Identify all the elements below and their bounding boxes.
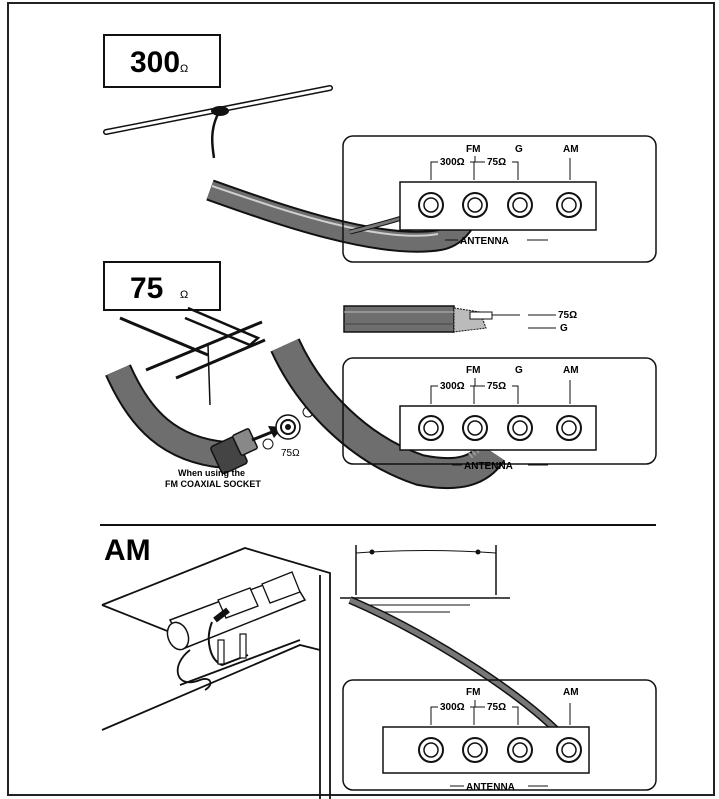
section-300-ohm: 300 Ω FM G AM 300Ω 75Ω [104,35,656,262]
panel-antenna-label: ANTENNA [466,782,515,793]
panel-antenna-label: ANTENNA [464,461,513,472]
cable-g-label: G [560,323,568,334]
cable-75-label: 75Ω [558,310,577,321]
panel-am-label: AM [563,144,579,155]
antenna-panel-am: FM AM 300Ω 75Ω ANTENNA [343,680,656,793]
panel-300-label: 300Ω [440,381,465,392]
panel-fm-label: FM [466,687,480,698]
am-lead-wire [350,600,568,742]
panel-300-label: 300Ω [440,702,465,713]
label-75-symbol: Ω [180,289,188,301]
label-75-value: 75 [130,272,163,305]
panel-75-label: 75Ω [487,381,506,392]
am-title: AM [104,534,151,567]
page-frame [8,3,714,795]
panel-antenna-label: ANTENNA [460,236,509,247]
label-300-value: 300 [130,46,180,79]
panel-fm-label: FM [466,144,480,155]
panel-g-label: G [515,365,523,376]
panel-75-label: 75Ω [487,157,506,168]
coax-cable-left [118,370,283,475]
outdoor-wire-antenna-icon [340,545,510,612]
section-75-ohm: 75 Ω 75Ω When using the FM COA [104,262,656,489]
coax-caption-line1: When using the [178,468,245,478]
panel-am-label: AM [563,687,579,698]
coax-caption-line2: FM COAXIAL SOCKET [165,479,261,489]
panel-300-label: 300Ω [440,157,465,168]
label-300-symbol: Ω [180,63,188,75]
cable-cross-section [344,306,556,332]
panel-fm-label: FM [466,365,480,376]
dipole-antenna-icon [106,88,330,158]
coax-socket-75-label: 75Ω [281,448,300,459]
panel-am-label: AM [563,365,579,376]
panel-75-label: 75Ω [487,702,506,713]
panel-g-label: G [515,144,523,155]
section-am: AM [100,525,656,799]
